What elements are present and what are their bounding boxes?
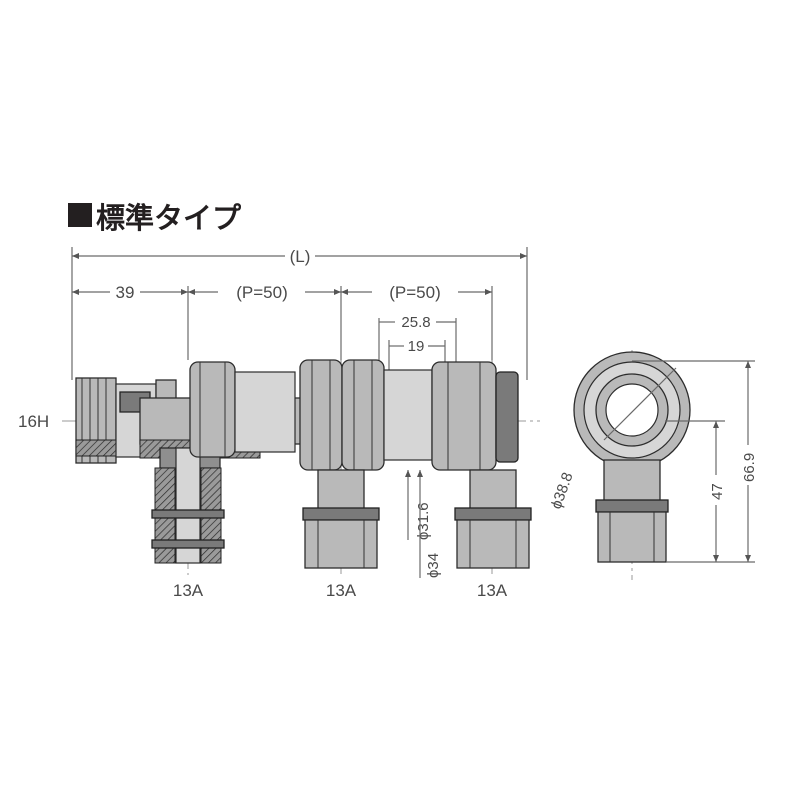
- inner-width-dimensions: 25.8 19: [378, 314, 457, 370]
- side-view: ϕ38.8: [548, 350, 691, 580]
- branch-3-label: 13A: [477, 581, 508, 600]
- pitch-2-label: (P=50): [389, 283, 441, 302]
- branch-1-label: 13A: [173, 581, 204, 600]
- side-height-total-label: 66.9: [741, 453, 758, 482]
- dia-body-label: ϕ31.6: [415, 502, 432, 540]
- header-body: [139, 359, 519, 564]
- inner-width-inner-label: 19: [408, 338, 425, 355]
- branch-outlet-2: [302, 469, 380, 569]
- inner-width-outer-label: 25.8: [401, 314, 430, 331]
- side-height-inner-label: 47: [709, 483, 726, 500]
- inlet-connector: [75, 377, 177, 464]
- branch-outlet-3: [454, 469, 532, 569]
- pitch-1-label: (P=50): [236, 283, 288, 302]
- overall-length-dimension: (L): [71, 247, 528, 380]
- dia-outer-label: ϕ34: [425, 553, 442, 578]
- title-square: [68, 203, 92, 227]
- title-text: 標準タイプ: [96, 201, 242, 235]
- header-size-label: 16H: [18, 412, 49, 431]
- side-height-dimensions: 47 66.9: [632, 360, 758, 563]
- dia-side-label: ϕ38.8: [548, 470, 577, 511]
- pitch-dimensions: 39 (P=50) (P=50): [72, 283, 493, 365]
- overall-length-label: (L): [290, 247, 311, 266]
- diameter-dimensions: ϕ31.6 ϕ34: [405, 470, 442, 578]
- branch-2-label: 13A: [326, 581, 357, 600]
- first-offset-label: 39: [116, 283, 135, 302]
